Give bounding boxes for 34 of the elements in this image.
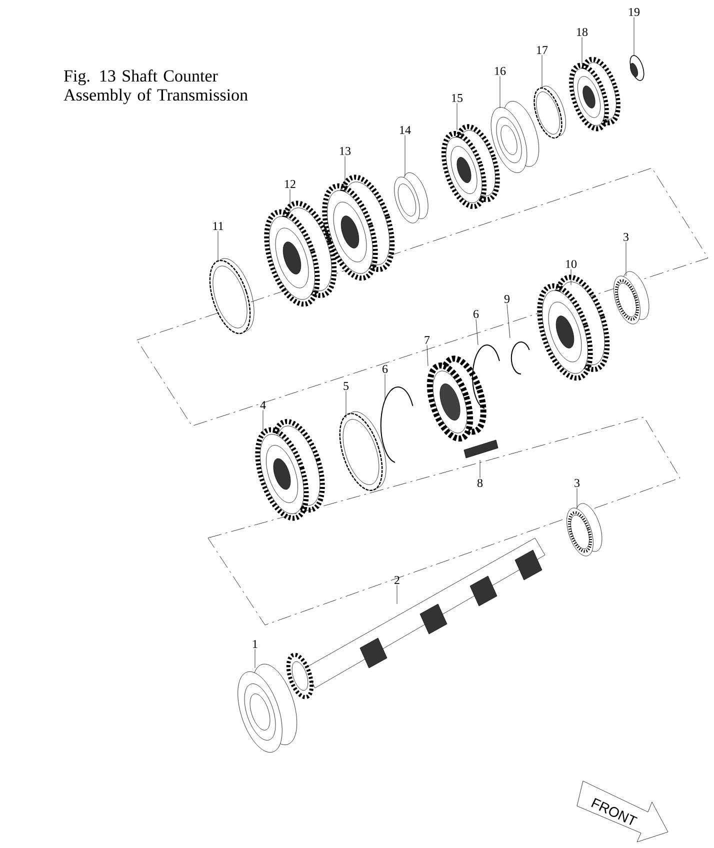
callout-number: 9 [504,294,510,304]
leader-line [426,344,428,366]
callout-number: 15 [452,94,463,102]
callout-number: 3 [574,478,580,488]
leader-line [396,584,398,604]
leader-line [570,269,572,286]
callout-number: 6 [474,310,479,318]
callout-number: 18 [577,28,588,36]
callout-number: 8 [477,478,483,488]
callout-number: 13 [340,146,351,156]
leader-line [576,488,578,508]
leader-line [476,319,478,346]
callout-number: 10 [566,260,577,268]
callout-number: 1 [253,640,258,648]
leader-line [262,410,264,432]
callout-number: 5 [344,382,349,390]
callout-number: 19 [629,8,640,16]
leader-line [404,134,406,176]
leader-line [254,648,256,668]
callout-number: 2 [394,576,400,584]
callout-number: 14 [400,126,411,134]
callout-number: 6 [382,364,388,374]
callout-number: 11 [213,222,224,230]
figure-title: Fig. 13 Shaft Counter Assembly of Transmission [64,70,248,104]
leader-line [344,156,346,188]
callout-number: 7 [424,336,430,344]
callout-number: 3 [624,232,629,242]
callout-number: 4 [260,401,266,409]
callout-number: 17 [537,46,548,54]
leader-line [506,304,510,338]
leader-line [456,103,458,130]
callout-number: 12 [285,180,296,188]
callout-number: 16 [495,66,506,76]
leader-line [384,374,386,400]
